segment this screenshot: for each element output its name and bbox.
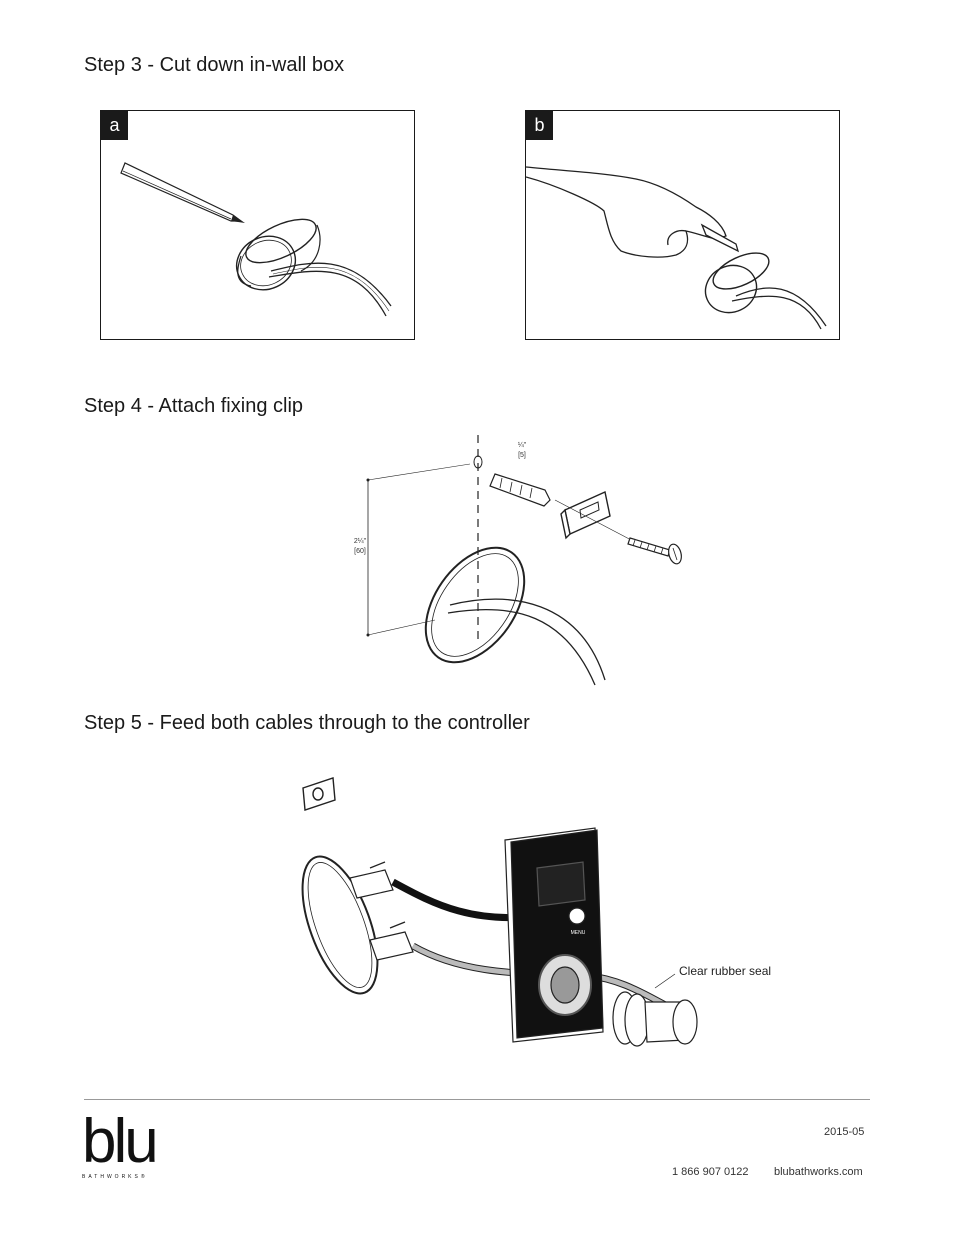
pencil-icon [120,162,245,223]
step-3-heading: Step 3 - Cut down in-wall box [84,54,345,76]
side-dim-inches: 2¼" [354,538,367,545]
in-wall-box-icon [301,855,379,995]
blu-bathworks-logo: blu BATHWORKS® [82,1107,172,1184]
cable-feed-illustration: MENU [301,777,698,1047]
drill-hole-icon [473,455,483,469]
seal-callout: Clear rubber seal [679,964,772,978]
arrow-icon [389,921,406,929]
panel-b-tag: b [526,111,553,140]
step-4-heading: Step 4 - Attach fixing clip [84,395,304,417]
menu-label: MENU [571,930,586,936]
top-dim-inches: ¼" [518,442,527,449]
in-wall-box-icon [424,546,606,686]
fixing-clip-icon [302,777,336,811]
rubber-seal-icon [612,991,698,1047]
side-dim-mm: [60] [354,548,366,555]
wall-plug-icon [489,473,551,507]
footer-divider [84,1099,870,1100]
step-3b-panel: b [525,110,840,340]
pencil-marking-box-illustration [120,162,392,317]
doc-date: 2015-05 [824,1126,865,1138]
website-link[interactable]: blubathworks.com [774,1166,863,1178]
top-dim-mm: [5] [518,452,526,459]
fixing-clip-illustration: 2¼" [60] ¼" [5] [354,435,682,686]
step-3a-panel: a [100,110,415,340]
arrow-icon [369,861,386,869]
connector-plug-icon [349,869,414,961]
screw-icon [627,537,682,565]
logo-subtext: BATHWORKS® [82,1174,148,1180]
in-wall-box-icon [235,218,392,317]
phone-number: 1 866 907 0122 [672,1166,749,1178]
controller-icon [504,827,604,1043]
in-wall-box-icon [704,252,827,330]
fixing-clip-icon [560,491,611,540]
hand-with-knife-icon [526,166,740,258]
step-5-heading: Step 5 - Feed both cables through to the… [84,712,530,734]
logo-wordmark: blu [82,1107,159,1176]
panel-a-tag: a [101,111,128,140]
hand-cutting-box-illustration [526,166,827,330]
